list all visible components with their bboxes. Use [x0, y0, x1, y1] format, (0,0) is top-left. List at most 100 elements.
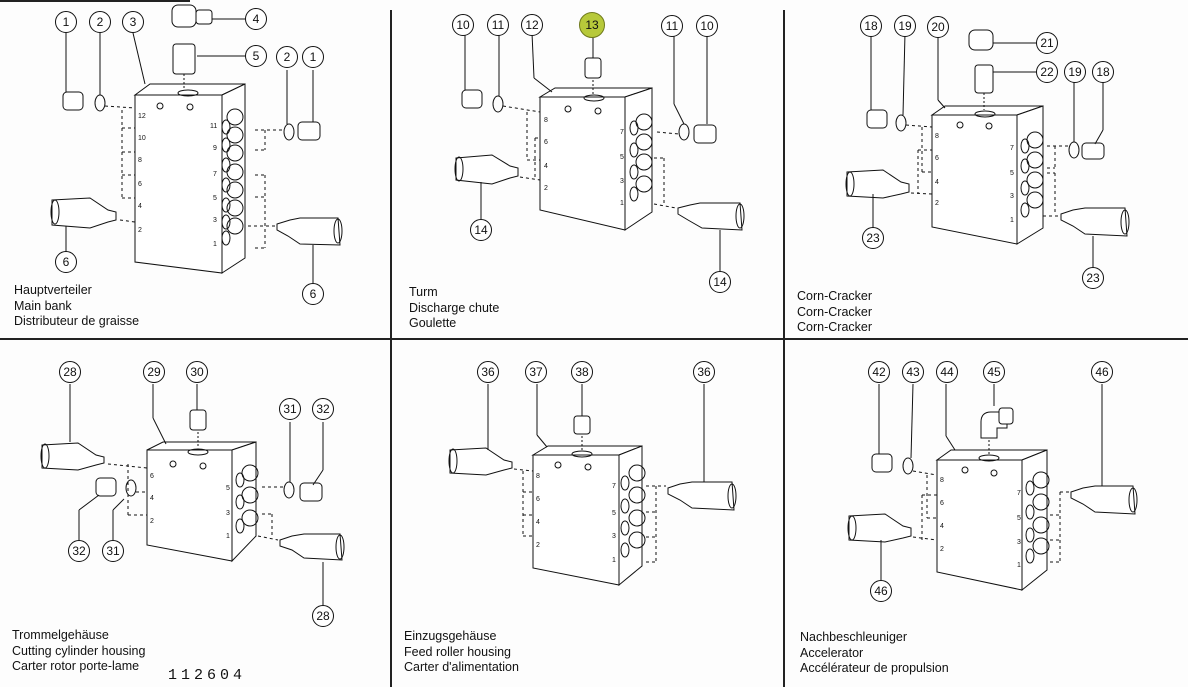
svg-text:5: 5: [1017, 515, 1021, 522]
port-labels-left: 12 10 8 6 4 2: [138, 113, 146, 234]
callout-1[interactable]: 1: [55, 11, 77, 33]
callout-43[interactable]: 43: [902, 361, 924, 383]
svg-text:4: 4: [150, 495, 154, 502]
block-front: [134, 94, 223, 274]
callout-46[interactable]: 46: [870, 580, 892, 602]
callout-23[interactable]: 23: [1082, 267, 1104, 289]
svg-text:8: 8: [138, 157, 142, 164]
svg-text:7: 7: [1017, 490, 1021, 497]
callout-42[interactable]: 42: [868, 361, 890, 383]
caption-french: Carter d'alimentation: [404, 660, 519, 674]
svg-text:5: 5: [612, 510, 616, 517]
caption-french: Accélérateur de propulsion: [800, 661, 949, 675]
callout-46[interactable]: 46: [1091, 361, 1113, 383]
svg-text:6: 6: [150, 473, 154, 480]
callout-19[interactable]: 19: [1064, 61, 1086, 83]
caption-english: Cutting cylinder housing: [12, 643, 146, 658]
panel-discharge-chute: 8 6 4 2 7 5 3 1 10 11 12 13 11 10 14 14 …: [392, 0, 783, 338]
callout-4[interactable]: 4: [245, 8, 267, 30]
caption-english: Main bank: [14, 298, 72, 313]
svg-text:7: 7: [1010, 145, 1014, 152]
caption-french: Carter rotor porte-lame: [12, 659, 140, 673]
svg-text:2: 2: [138, 227, 142, 234]
svg-text:11: 11: [210, 123, 217, 130]
caption-english: Accelerator: [800, 645, 864, 660]
callout-13-highlighted[interactable]: 13: [579, 12, 605, 38]
row-divider: [0, 338, 1188, 340]
callout-28[interactable]: 28: [312, 605, 334, 627]
panel-caption: Einzugsgehäuse Feed roller housing Carte…: [404, 629, 519, 676]
callout-45[interactable]: 45: [983, 361, 1005, 383]
callout-14[interactable]: 14: [470, 219, 492, 241]
callout-32[interactable]: 32: [68, 540, 90, 562]
svg-text:3: 3: [226, 510, 230, 517]
svg-text:2: 2: [935, 200, 939, 207]
svg-text:1: 1: [1017, 562, 1021, 569]
callout-31[interactable]: 31: [102, 540, 124, 562]
svg-text:4: 4: [940, 523, 944, 530]
svg-text:5: 5: [226, 485, 230, 492]
callout-6[interactable]: 6: [55, 251, 77, 273]
callout-2[interactable]: 2: [276, 46, 298, 68]
callout-21[interactable]: 21: [1036, 32, 1058, 54]
callout-10[interactable]: 10: [452, 14, 474, 36]
caption-german: Turm: [409, 285, 438, 299]
callout-31[interactable]: 31: [279, 398, 301, 420]
callout-14[interactable]: 14: [709, 271, 731, 293]
callout-20[interactable]: 20: [927, 16, 949, 38]
callout-5[interactable]: 5: [245, 45, 267, 67]
callout-2[interactable]: 2: [89, 11, 111, 33]
caption-german: Trommelgehäuse: [12, 628, 109, 642]
svg-text:4: 4: [544, 163, 548, 170]
callout-30[interactable]: 30: [186, 361, 208, 383]
svg-text:7: 7: [620, 129, 624, 136]
caption-english: Discharge chute: [409, 300, 500, 315]
callout-44[interactable]: 44: [936, 361, 958, 383]
svg-text:2: 2: [536, 542, 540, 549]
side-plugs: [221, 108, 244, 246]
svg-text:7: 7: [213, 171, 217, 178]
svg-text:5: 5: [1010, 170, 1014, 177]
svg-text:3: 3: [213, 217, 217, 224]
callout-36[interactable]: 36: [693, 361, 715, 383]
callout-11[interactable]: 11: [661, 15, 683, 37]
column-divider-2: [783, 10, 785, 687]
svg-text:1: 1: [1010, 217, 1014, 224]
callout-3[interactable]: 3: [122, 11, 144, 33]
panel-accelerator: 8 6 4 2 7 5 3 1 42 43 44 45 46 46 Nachbe…: [785, 340, 1188, 687]
callout-10[interactable]: 10: [696, 15, 718, 37]
callout-19[interactable]: 19: [894, 15, 916, 37]
svg-text:7: 7: [612, 483, 616, 490]
feed-roller-housing-drawing: 8 6 4 2 7 5 3 1: [448, 384, 737, 587]
callout-18[interactable]: 18: [860, 15, 882, 37]
callout-23[interactable]: 23: [862, 227, 884, 249]
callout-29[interactable]: 29: [143, 361, 165, 383]
svg-text:1: 1: [213, 241, 217, 248]
svg-text:1: 1: [612, 557, 616, 564]
caption-french: Corn-Cracker: [797, 320, 873, 334]
callout-36[interactable]: 36: [477, 361, 499, 383]
callout-1[interactable]: 1: [302, 46, 324, 68]
panel-caption: Turm Discharge chute Goulette: [409, 285, 499, 332]
svg-text:6: 6: [138, 181, 142, 188]
panel-feed-roller-housing: 8 6 4 2 7 5 3 1 36 37 38 36 Einzugsgehäu…: [392, 340, 783, 687]
svg-text:1: 1: [620, 200, 624, 207]
callout-38[interactable]: 38: [571, 361, 593, 383]
svg-text:2: 2: [544, 185, 548, 192]
svg-text:6: 6: [940, 500, 944, 507]
callout-6[interactable]: 6: [302, 283, 324, 305]
callout-12[interactable]: 12: [521, 14, 543, 36]
callout-11[interactable]: 11: [487, 14, 509, 36]
column-divider-1: [390, 10, 392, 687]
svg-text:1: 1: [226, 533, 230, 540]
callout-18[interactable]: 18: [1092, 61, 1114, 83]
svg-text:4: 4: [935, 179, 939, 186]
main-bank-drawing: 12 10 8 6 4 2 11 9 7 5 3 1: [50, 4, 343, 283]
callout-37[interactable]: 37: [525, 361, 547, 383]
callout-32[interactable]: 32: [312, 398, 334, 420]
callout-22[interactable]: 22: [1036, 61, 1058, 83]
caption-german: Hauptverteiler: [14, 283, 92, 297]
callout-28[interactable]: 28: [59, 361, 81, 383]
svg-text:8: 8: [940, 477, 944, 484]
